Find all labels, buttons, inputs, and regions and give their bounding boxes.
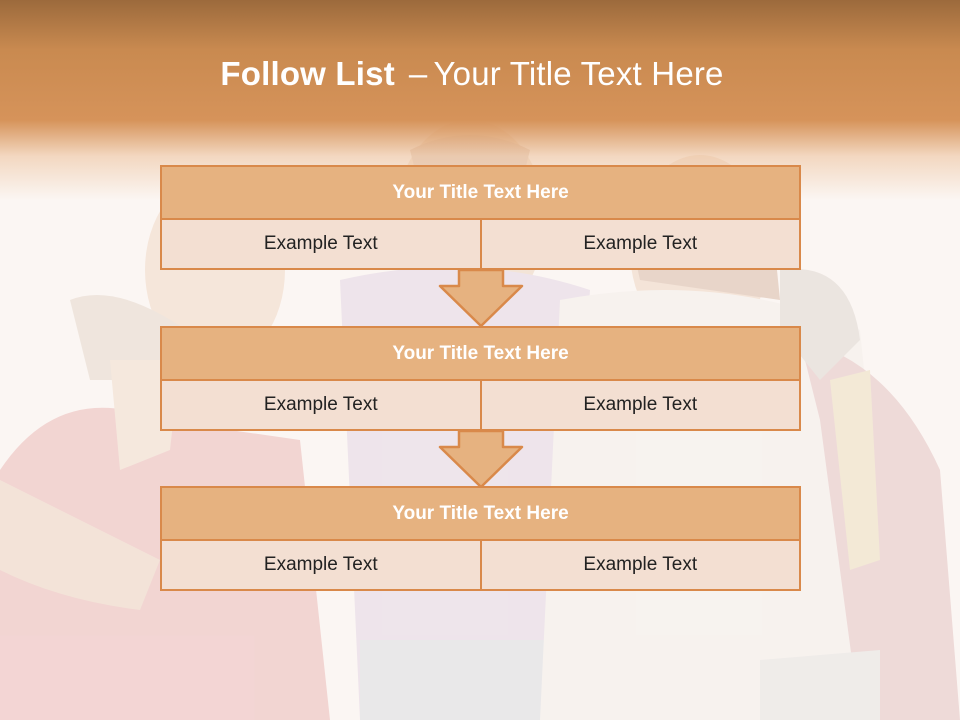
step-cell-left: Example Text (160, 381, 482, 431)
step-block-3: Your Title Text Here Example Text Exampl… (160, 486, 801, 591)
slide-title: Follow List–Your Title Text Here (0, 55, 944, 93)
title-dash: – (408, 55, 428, 92)
step-block-2: Your Title Text Here Example Text Exampl… (160, 326, 801, 431)
step-header: Your Title Text Here (160, 326, 801, 381)
step-cell-right: Example Text (479, 381, 801, 431)
title-rest: Your Title Text Here (433, 55, 724, 92)
step-row: Example Text Example Text (160, 541, 801, 591)
step-block-1: Your Title Text Here Example Text Exampl… (160, 165, 801, 270)
down-arrow-icon (438, 268, 524, 328)
step-cell-left: Example Text (160, 220, 482, 270)
step-header: Your Title Text Here (160, 486, 801, 541)
step-header: Your Title Text Here (160, 165, 801, 220)
step-row: Example Text Example Text (160, 381, 801, 431)
step-cell-right: Example Text (479, 541, 801, 591)
down-arrow-icon (438, 429, 524, 489)
step-cell-right: Example Text (479, 220, 801, 270)
step-row: Example Text Example Text (160, 220, 801, 270)
title-bold-part: Follow List (220, 55, 395, 92)
step-cell-left: Example Text (160, 541, 482, 591)
